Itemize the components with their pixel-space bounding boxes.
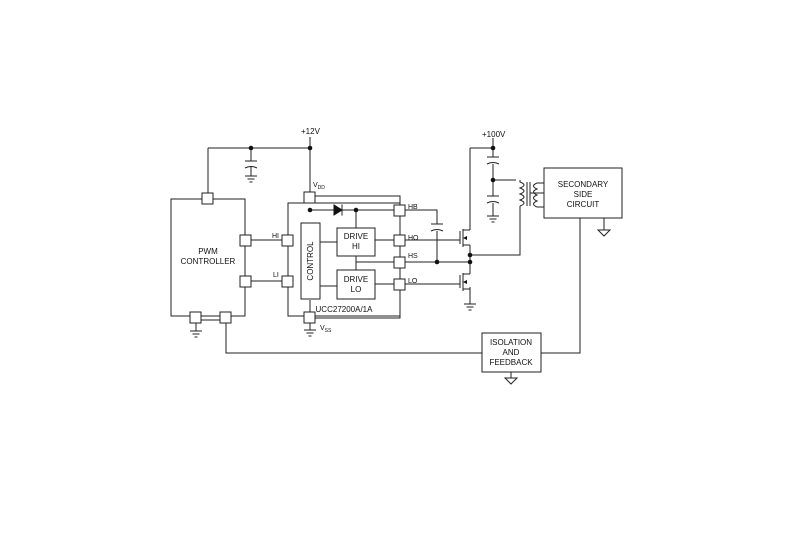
ground-icon-triangle <box>503 377 519 385</box>
junction-dot <box>467 252 473 258</box>
drive-lo-block: DRIVE LO <box>336 269 376 300</box>
ground-icon <box>245 175 257 183</box>
pwm-controller-block: PWM CONTROLLER <box>170 198 246 317</box>
labels: +12V +100V HI LI HB HO HS LO VDD VSS <box>272 127 506 334</box>
wire-secondary-iso <box>541 218 581 354</box>
pin-square <box>303 191 316 204</box>
wire-12v-rail <box>207 137 311 196</box>
part-number-label: UCC27200A/1A <box>316 305 374 314</box>
junction-dot <box>490 177 496 183</box>
isolation-label-1: ISOLATION <box>490 338 532 347</box>
secondary-label-2: SIDE <box>574 190 593 199</box>
wire-100v <box>469 138 494 227</box>
ground-icon <box>464 303 476 311</box>
drive-lo-label-1: DRIVE <box>344 275 368 284</box>
pin-label-hs: HS <box>408 253 418 260</box>
pwm-controller-label-2: CONTROLLER <box>181 257 236 266</box>
vss-main-text: V <box>320 325 325 332</box>
pin-square <box>239 234 252 247</box>
pin-label-li: LI <box>273 272 279 279</box>
vdd-main-text: V <box>313 182 318 189</box>
drive-hi-block: DRIVE HI <box>336 227 376 257</box>
isolation-label-2: AND <box>503 348 520 357</box>
capacitor-icon <box>244 160 258 169</box>
pin-square <box>393 256 406 269</box>
junction-dot <box>307 145 313 151</box>
junction-dot <box>307 207 313 213</box>
drive-hi-label-1: DRIVE <box>344 232 368 241</box>
ground-icon <box>190 330 202 338</box>
junction-dot <box>490 145 496 151</box>
isolation-label-3: FEEDBACK <box>489 358 533 367</box>
secondary-label-1: SECONDARY <box>558 180 609 189</box>
pin-square <box>281 234 294 247</box>
pin-square <box>189 311 202 324</box>
vss-sub-text: SS <box>325 328 332 334</box>
control-block: CONTROL <box>300 222 321 300</box>
pin-square <box>239 275 252 288</box>
pin-square <box>219 311 232 324</box>
pin-label-vdd: VDD <box>313 182 325 191</box>
wire-primary <box>470 179 521 256</box>
pin-square <box>281 275 294 288</box>
junction-dot <box>353 207 359 213</box>
junction-dot <box>467 259 473 265</box>
grounds <box>190 175 612 385</box>
capacitors <box>244 156 500 232</box>
wire-vdd-rail <box>309 195 401 203</box>
wire-feedback <box>225 323 482 354</box>
pin-label-lo: LO <box>408 278 418 285</box>
control-label: CONTROL <box>306 241 315 281</box>
ground-icon-triangle <box>596 229 612 237</box>
transformer-icon <box>518 180 544 208</box>
wires <box>195 137 605 378</box>
capacitor-icon <box>430 223 444 232</box>
junctions <box>248 145 496 265</box>
secondary-label-3: CIRCUIT <box>567 200 600 209</box>
wire-hb-out <box>405 209 438 224</box>
capacitor-icon <box>486 195 500 204</box>
pwm-controller-label-1: PWM <box>198 247 218 256</box>
capacitor-icon <box>486 156 500 165</box>
mosfet-high-icon <box>455 227 471 247</box>
pin-square <box>393 278 406 291</box>
wire-hs-internal <box>355 256 394 263</box>
supply-100v-label: +100V <box>482 130 506 139</box>
mosfet-low-icon <box>455 271 471 291</box>
pin-label-ho: HO <box>408 235 419 242</box>
pin-label-hb: HB <box>408 204 418 211</box>
pin-label-vss: VSS <box>320 325 332 334</box>
junction-dot <box>248 145 254 151</box>
supply-12v-label: +12V <box>301 127 321 136</box>
ground-icon <box>487 215 499 223</box>
pin-square <box>393 204 406 217</box>
secondary-side-block: SECONDARY SIDE CIRCUIT <box>543 167 623 219</box>
pin-square <box>393 234 406 247</box>
pin-square <box>201 192 214 205</box>
pin-square <box>303 311 316 324</box>
bootstrap-diode-icon <box>333 204 343 216</box>
ground-icon <box>304 329 316 337</box>
junction-dot <box>434 259 440 265</box>
pins <box>189 191 406 324</box>
pin-label-hi: HI <box>272 233 279 240</box>
drive-lo-label-2: LO <box>351 285 362 294</box>
vdd-sub-text: DD <box>318 185 326 191</box>
drive-hi-label-2: HI <box>352 242 360 251</box>
isolation-block: ISOLATION AND FEEDBACK <box>481 332 542 373</box>
